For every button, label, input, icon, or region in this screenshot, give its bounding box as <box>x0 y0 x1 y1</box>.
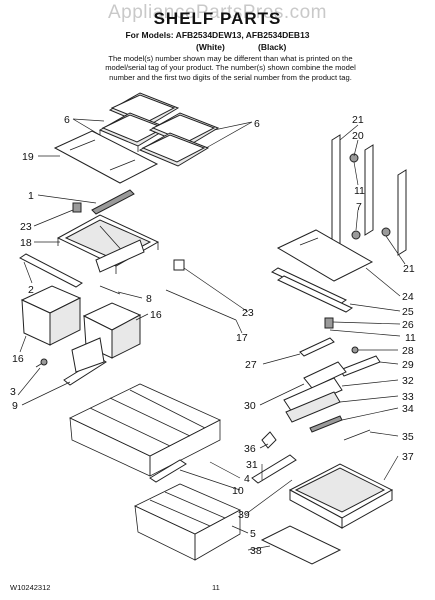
callout-29: 29 <box>402 359 414 371</box>
callout-34: 34 <box>402 403 414 415</box>
callout-21-top: 21 <box>352 114 364 126</box>
rail-21 <box>331 134 407 261</box>
part-30 <box>303 361 347 389</box>
part-32 <box>283 377 343 413</box>
callout-23-center: 23 <box>242 307 254 319</box>
callout-31: 31 <box>246 459 258 471</box>
part-35 <box>343 429 371 441</box>
shelf-trim-1 <box>91 189 135 215</box>
callout-7: 7 <box>356 201 362 213</box>
callout-20: 20 <box>352 130 364 142</box>
leader-lines <box>17 118 406 551</box>
callout-30: 30 <box>244 400 256 412</box>
callout-5: 5 <box>250 528 256 540</box>
color-white-label: (White) <box>196 42 225 52</box>
clip-23-center <box>173 259 185 271</box>
callout-38: 38 <box>250 545 262 557</box>
model-numbers: For Models: AFB2534DEW13, AFB2534DEB13 <box>125 30 310 40</box>
shelf-strip-2 <box>19 253 83 288</box>
callout-16-right: 16 <box>150 309 162 321</box>
callout-24: 24 <box>402 291 414 303</box>
shelf-frame-right <box>138 112 220 167</box>
clip-23 <box>72 202 82 213</box>
glass-shelf-19 <box>53 130 159 184</box>
callout-18: 18 <box>20 237 32 249</box>
callout-33: 33 <box>402 391 414 403</box>
bracket-10 <box>149 459 187 483</box>
callout-3: 3 <box>10 386 16 398</box>
callout-1: 1 <box>28 190 34 202</box>
crisper-pan-left <box>20 285 82 346</box>
slide-shelf-18 <box>56 214 160 274</box>
page-number: 11 <box>212 583 220 592</box>
cover-38 <box>260 525 342 565</box>
callout-35: 35 <box>402 431 414 443</box>
part-34 <box>309 415 343 433</box>
page-title: SHELF PARTS <box>153 9 282 28</box>
pin-8 <box>99 285 121 295</box>
callout-4: 4 <box>244 473 250 485</box>
part-29 <box>339 355 381 377</box>
clip-26 <box>324 317 334 329</box>
callout-11-top: 11 <box>354 185 365 197</box>
callout-9: 9 <box>12 400 18 412</box>
callout-26: 26 <box>402 319 414 331</box>
tray-37 <box>288 463 394 529</box>
callout-8: 8 <box>146 293 152 305</box>
callout-32: 32 <box>402 375 414 387</box>
color-black-label: (Black) <box>258 42 287 52</box>
glass-shelf-24 <box>276 229 374 282</box>
callout-6-right: 6 <box>254 118 260 130</box>
callout-23: 23 <box>20 221 32 233</box>
part-31 <box>251 454 297 484</box>
callout-39: 39 <box>238 509 250 521</box>
callout-27: 27 <box>245 359 257 371</box>
screw-21 <box>381 227 391 237</box>
screw-28 <box>351 346 359 354</box>
callout-labels: 6 6 19 1 23 18 2 8 16 16 3 9 21 20 11 7 … <box>10 114 416 557</box>
callout-36: 36 <box>244 443 256 455</box>
callout-6-left: 6 <box>64 114 70 126</box>
shelf-frame-left <box>98 92 180 152</box>
callout-25: 25 <box>402 306 414 318</box>
model-note: The model(s) number shown may be differe… <box>105 54 356 82</box>
wire-basket-5 <box>134 483 241 561</box>
screw-7 <box>351 230 361 240</box>
callout-17: 17 <box>236 332 248 344</box>
part-27 <box>299 337 335 357</box>
callout-2: 2 <box>28 284 34 296</box>
callout-16-left: 16 <box>12 353 24 365</box>
callout-10: 10 <box>232 485 244 497</box>
callout-37: 37 <box>402 451 414 463</box>
callout-11-bottom: 11 <box>405 332 416 344</box>
rod-17 <box>165 289 237 321</box>
watermark: AppliancePartsPros.com <box>107 2 328 23</box>
callout-21-bottom: 21 <box>403 263 415 275</box>
wire-basket-4 <box>69 383 221 477</box>
document-number: W10242312 <box>10 583 51 592</box>
callout-28: 28 <box>402 345 414 357</box>
callout-19: 19 <box>22 151 34 163</box>
